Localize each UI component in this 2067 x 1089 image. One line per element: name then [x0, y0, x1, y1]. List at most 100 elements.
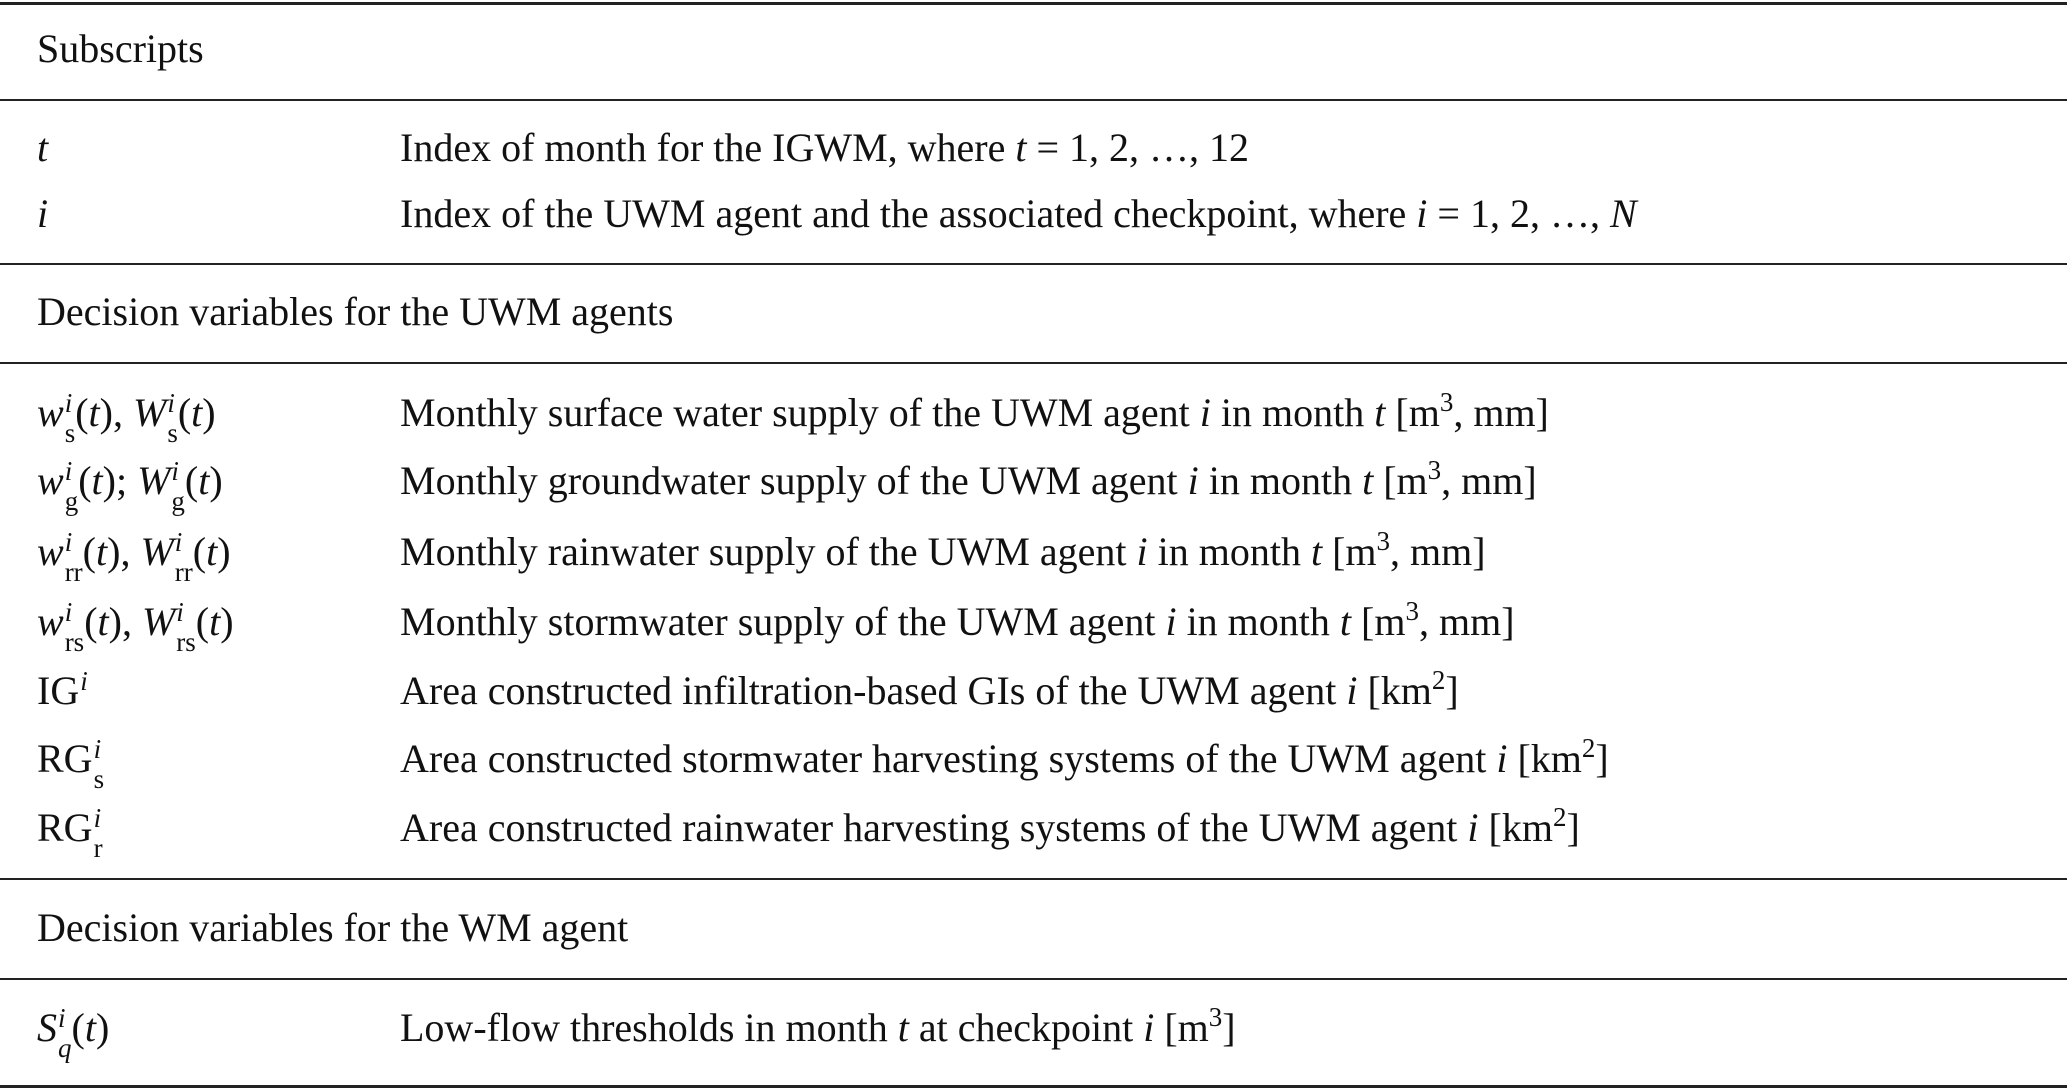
superscript: i [64, 387, 73, 418]
section-header-label: Subscripts [37, 26, 204, 71]
text-segment: ] [1566, 805, 1580, 850]
description-cell: Area constructed rainwater harvesting sy… [400, 801, 1580, 855]
superscript: 2 [1581, 733, 1596, 763]
text-segment: i [37, 191, 49, 236]
text-segment: W [140, 529, 174, 574]
text-segment: ] [1445, 668, 1459, 713]
text-segment: RG [37, 736, 93, 781]
text-segment: [m [1351, 599, 1406, 644]
text-segment: [m [1322, 529, 1377, 574]
superscript: i [64, 455, 73, 486]
text-segment: ) [209, 458, 223, 503]
text-segment: ) [220, 599, 234, 644]
text-segment: [km [1357, 668, 1432, 713]
text-segment: w [37, 599, 64, 644]
text-segment: ( [75, 390, 89, 435]
superscript: i [174, 526, 183, 557]
section-header-uwm: Decision variables for the UWM agents [0, 285, 2067, 339]
text-segment: , mm] [1418, 599, 1515, 644]
symbol-cell: t [37, 121, 48, 175]
bottom-rule [0, 1085, 2067, 1088]
text-segment: W [132, 390, 167, 435]
superscript: i [64, 526, 73, 557]
text-segment: = 1, 2, …, [1427, 191, 1610, 236]
text-segment: in month [1147, 529, 1311, 574]
text-segment: ( [82, 529, 96, 574]
text-segment: [m [1373, 458, 1428, 503]
text-segment: S [37, 1005, 57, 1050]
text-segment: t [206, 529, 218, 574]
superscript: 2 [1552, 802, 1567, 832]
text-segment: i [1467, 805, 1479, 850]
superscript: i [80, 665, 88, 696]
description-cell: Index of month for the IGWM, where t = 1… [400, 121, 1249, 175]
subscript: r [93, 832, 103, 863]
text-segment: i [1199, 390, 1211, 435]
description-cell: Monthly groundwater supply of the UWM ag… [400, 454, 1537, 508]
text-segment: t [84, 1005, 96, 1050]
text-segment: t [1339, 599, 1352, 644]
text-segment: w [37, 529, 64, 574]
superscript: 3 [1439, 387, 1454, 417]
superscript: 3 [1208, 1002, 1223, 1032]
section-rule [0, 263, 2067, 265]
text-segment: w [37, 390, 64, 435]
text-segment: ( [71, 1005, 85, 1050]
text-segment: ), [108, 599, 142, 644]
description-cell: Low-flow thresholds in month t at checkp… [400, 1001, 1236, 1055]
text-segment: W [137, 458, 171, 503]
subscript: g [171, 485, 185, 516]
text-segment: ) [217, 529, 231, 574]
text-segment: Index of the UWM agent and the associate… [400, 191, 1417, 236]
superscript: i [176, 596, 184, 627]
text-segment: ( [84, 599, 98, 644]
text-segment: Monthly surface water supply of the UWM … [400, 390, 1200, 435]
text-segment: Monthly groundwater supply of the UWM ag… [400, 458, 1188, 503]
subscript: s [93, 763, 105, 794]
text-segment: ] [1595, 736, 1609, 781]
text-segment: N [1609, 191, 1637, 236]
superscript: i [171, 455, 179, 486]
superscript: i [58, 1002, 66, 1033]
subscript: rr [174, 556, 193, 587]
text-segment: i [1143, 1005, 1155, 1050]
text-segment: Index of month for the IGWM, where [400, 125, 1016, 170]
text-segment: Monthly stormwater supply of the UWM age… [400, 599, 1166, 644]
text-segment: w [37, 458, 64, 503]
section-header-subscripts: Subscripts [0, 22, 2067, 76]
superscript: i [64, 596, 73, 627]
description-cell: Index of the UWM agent and the associate… [400, 187, 1637, 241]
subscript: s [64, 417, 76, 448]
section-rule [0, 878, 2067, 880]
text-segment: , mm] [1390, 529, 1486, 574]
sub-superscript: i [79, 665, 89, 722]
text-segment: W [141, 599, 176, 644]
section-header-label: Decision variables for the WM agent [37, 905, 629, 950]
text-segment: Area constructed stormwater harvesting s… [400, 736, 1497, 781]
text-segment: ( [192, 529, 207, 574]
subscript: rr [64, 556, 83, 587]
text-segment: ), [99, 390, 133, 435]
text-segment: ), [107, 529, 141, 574]
text-segment: t [191, 390, 203, 435]
text-segment: Monthly rainwater supply of the UWM agen… [400, 529, 1137, 574]
text-segment: t [897, 1005, 909, 1050]
superscript: 3 [1427, 455, 1442, 485]
subscript: s [167, 417, 178, 448]
text-segment: t [37, 125, 49, 170]
